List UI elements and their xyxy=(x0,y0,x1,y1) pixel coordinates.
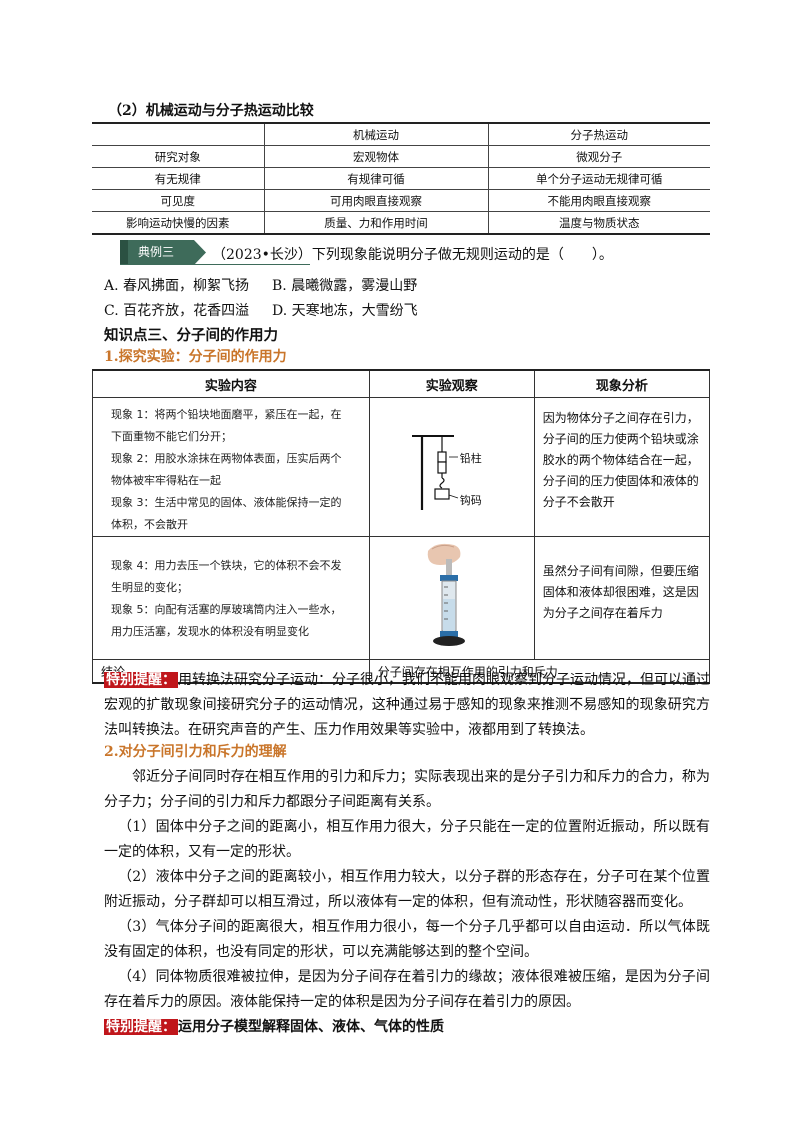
table-cell: 微观分子 xyxy=(488,145,710,168)
option-c: C. 百花齐放，花香四溢 xyxy=(104,303,250,319)
subsection-title: 1.探究实验：分子间的作用力 xyxy=(104,349,287,365)
table-cell: 可见度 xyxy=(92,189,265,212)
content-line: 下面重物不能它们分开； xyxy=(111,430,232,443)
table-cell: 影响运动快慢的因素 xyxy=(92,211,265,235)
table-cell xyxy=(92,122,265,146)
table-cell: 机械运动 xyxy=(264,122,489,146)
conclusion-row: 结论 分子间存在相互作用的引力和斥力 xyxy=(92,659,711,684)
experiment-figure-cell: 铅柱 钩码 xyxy=(368,397,535,537)
analysis-cell: 因为物体分子之间存在引力，分子间的压力使两个铅块或涂胶水的两个物体结合在一起，分… xyxy=(533,397,711,537)
content-line: 体积，不会散开 xyxy=(111,518,188,531)
paragraph: （4）同体物质很难被拉伸，是因为分子间存在着引力的缘故；液体很难被压缩，是因为分… xyxy=(104,969,710,1010)
section-title: （2）机械运动与分子热运动比较 xyxy=(108,103,314,119)
table-row: 可见度 可用肉眼直接观察 不能用肉眼直接观察 xyxy=(92,189,710,212)
table-cell: 不能用肉眼直接观察 xyxy=(488,189,710,212)
experiment-content-cell: 现象 1：将两个铅块地面磨平，紧压在一起，在 下面重物不能它们分开； 现象 2：… xyxy=(92,397,370,537)
table-row: 影响运动快慢的因素 质量、力和作用时间 温度与物质状态 xyxy=(92,211,710,235)
table-header-cell: 实验内容 xyxy=(92,369,370,398)
note-text: 运用分子模型解释固体、液体、气体的性质 xyxy=(178,1019,444,1035)
content-line: 生明显的变化； xyxy=(111,581,188,594)
content-line: 现象 4：用力去压一个铁块，它的体积不会不发 xyxy=(111,559,342,572)
table-cell: 研究对象 xyxy=(92,145,265,168)
note-paragraph: 特别提醒：用转换法研究分子运动：分子很小，我们不能用肉眼观察到分子运动情况，但可… xyxy=(104,668,710,743)
table-cell: 有规律可循 xyxy=(264,167,489,190)
content-line: 物体被牢牢得粘在一起 xyxy=(111,474,221,487)
table-cell: 有无规律 xyxy=(92,167,265,190)
paragraph: （1）固体中分子之间的距离小，相互作用力很大，分子只能在一定的位置附近振动，所以… xyxy=(104,819,710,860)
note-tag: 特别提醒： xyxy=(104,1019,178,1035)
lead-cylinder-diagram xyxy=(411,435,458,510)
table-header-row: 机械运动 分子热运动 xyxy=(92,122,710,146)
table-row: 研究对象 宏观物体 微观分子 xyxy=(92,145,710,168)
piston-syringe-illustration xyxy=(427,543,465,646)
experiment-table: 实验内容 实验观察 现象分析 现象 1：将两个铅块地面磨平，紧压在一起，在 下面… xyxy=(92,369,711,684)
table-cell: 分子热运动 xyxy=(488,122,710,146)
paragraph: （3）气体分子间的距离很大，相互作用力很小，每一个分子几乎都可以自由运动．所以气… xyxy=(104,919,710,960)
option-d: D. 天寒地冻，大雪纷飞 xyxy=(272,303,418,319)
example-tag-accent xyxy=(120,240,128,265)
comparison-table: 机械运动 分子热运动 研究对象 宏观物体 微观分子 有无规律 有规律可循 单个分… xyxy=(92,122,710,235)
hook-weight-label: 钩码 xyxy=(459,494,482,507)
table-row: 有无规律 有规律可循 单个分子运动无规律可循 xyxy=(92,167,710,190)
table-cell: 可用肉眼直接观察 xyxy=(264,189,489,212)
table-row: 现象 4：用力去压一个铁块，它的体积不会不发 生明显的变化； 现象 5：向配有活… xyxy=(92,536,711,660)
analysis-cell: 虽然分子间有间隙，但要压缩固体和液体却很困难，这是因为分子之间存在着斥力 xyxy=(533,536,711,660)
paragraph: （2）液体中分子之间的距离较小，相互作用力较大，以分子群的形态存在，分子可在某个… xyxy=(104,869,710,910)
table-row: 现象 1：将两个铅块地面磨平，紧压在一起，在 下面重物不能它们分开； 现象 2：… xyxy=(92,397,711,537)
knowledge-point-title: 知识点三、分子间的作用力 xyxy=(104,327,278,344)
note-tag: 特别提醒： xyxy=(104,672,178,688)
paragraph: 邻近分子间同时存在相互作用的引力和斥力；实际表现出来的是分子引力和斥力的合力，称… xyxy=(104,769,710,810)
conclusion-text: 分子间存在相互作用的引力和斥力 xyxy=(368,659,711,684)
table-header-cell: 实验观察 xyxy=(368,369,535,398)
table-cell: 质量、力和作用时间 xyxy=(264,211,489,235)
option-a: A. 春风拂面，柳絮飞扬 xyxy=(104,278,250,294)
table-cell: 单个分子运动无规律可循 xyxy=(488,167,710,190)
content-line: 用力压活塞，发现水的体积没有明显变化 xyxy=(111,625,309,638)
table-cell: 宏观物体 xyxy=(264,145,489,168)
experiment-content-cell: 现象 4：用力去压一个铁块，它的体积不会不发 生明显的变化； 现象 5：向配有活… xyxy=(92,536,370,660)
experiment-figure-cell xyxy=(368,536,535,660)
content-line: 现象 5：向配有活塞的厚玻璃筒内注入一些水， xyxy=(111,603,342,616)
example-underline xyxy=(120,264,310,265)
table-header-row: 实验内容 实验观察 现象分析 xyxy=(92,369,711,398)
example-tag: 典例三 xyxy=(120,240,206,265)
content-line: 现象 1：将两个铅块地面磨平，紧压在一起，在 xyxy=(111,408,342,421)
note-text: 用转换法研究分子运动：分子很小，我们不能用肉眼观察到分子运动情况，但可以通过宏观… xyxy=(104,672,710,738)
content-line: 现象 2：用胶水涂抹在两物体表面，压实后两个 xyxy=(111,452,342,465)
example-banner: 典例三 xyxy=(120,240,310,265)
example-question: （2023•长沙）下列现象能说明分子做无规则运动的是（ ）。 xyxy=(212,247,613,263)
note-paragraph-2: 特别提醒：运用分子模型解释固体、液体、气体的性质 xyxy=(104,1015,710,1040)
subsection-title-2: 2.对分子间引力和斥力的理解 xyxy=(104,744,287,760)
table-cell: 温度与物质状态 xyxy=(488,211,710,235)
table-header-cell: 现象分析 xyxy=(533,369,711,398)
content-line: 现象 3：生活中常见的固体、液体能保持一定的 xyxy=(111,496,342,509)
option-b: B. 晨曦微露，雾漫山野 xyxy=(272,278,418,294)
lead-cylinder-label: 铅柱 xyxy=(459,452,482,465)
